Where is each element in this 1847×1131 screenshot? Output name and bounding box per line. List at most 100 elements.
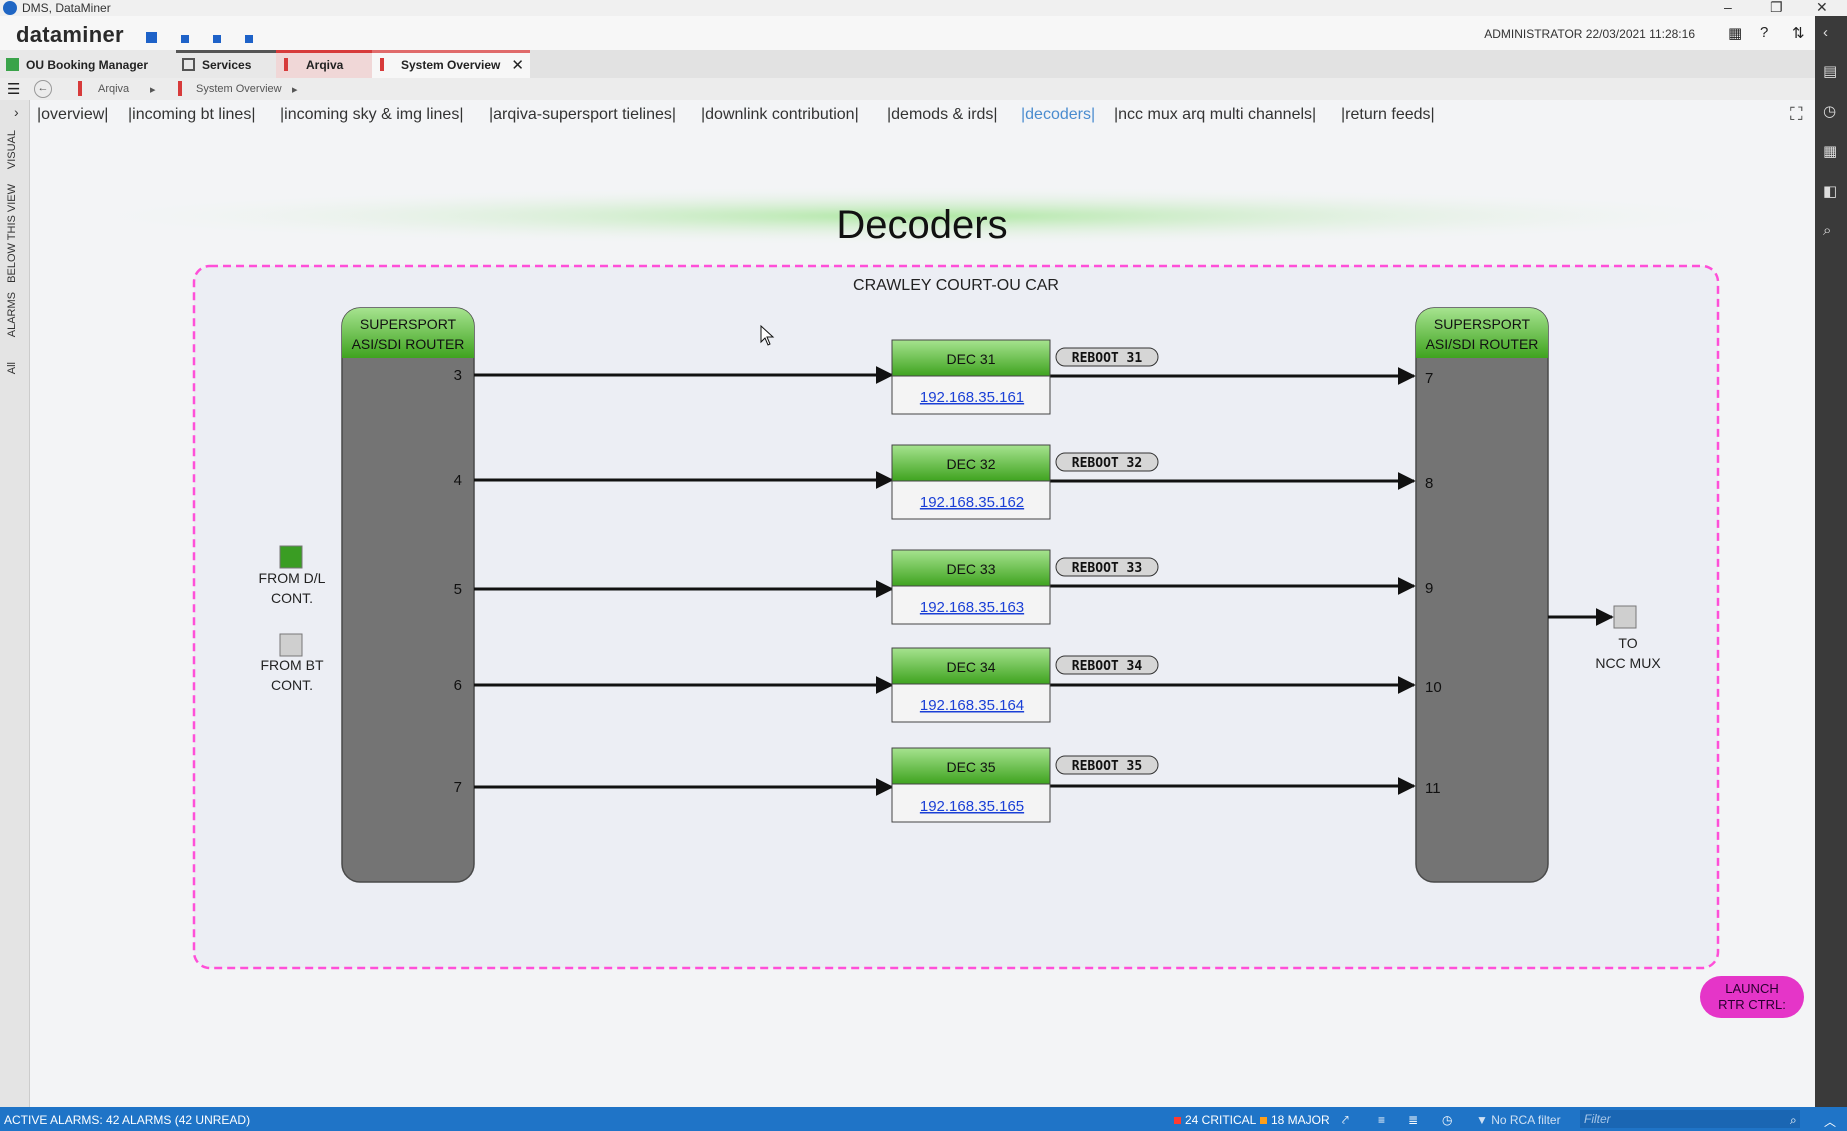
- apps-grid-icon[interactable]: ▦: [1823, 143, 1838, 160]
- decoder-name: DEC 33: [946, 561, 995, 577]
- dataminer-logo: dataminer: [16, 22, 124, 47]
- reboot-button[interactable]: [1055, 655, 1159, 675]
- layout-icon[interactable]: ◧: [1823, 183, 1838, 200]
- close-tab-icon[interactable]: ✕: [511, 57, 524, 74]
- out-port-label: 7: [1425, 370, 1433, 387]
- filter-input[interactable]: Filter: [1580, 1110, 1800, 1128]
- active-alarms-summary[interactable]: ACTIVE ALARMS: 42 ALARMS (42 UNREAD): [4, 1113, 251, 1127]
- nav-link-incoming-bt-lines[interactable]: |incoming bt lines|: [128, 106, 256, 123]
- page-navigation: › |overview| |incoming bt lines| |incomi…: [14, 100, 1815, 130]
- search-icon[interactable]: ⌕: [1823, 222, 1832, 239]
- out-port-label: 9: [1425, 580, 1433, 597]
- back-icon[interactable]: ←: [34, 80, 52, 98]
- tab-services[interactable]: Services: [176, 50, 276, 78]
- location-label: CRAWLEY COURT-OU CAR: [853, 277, 1059, 294]
- list-icon[interactable]: ≡: [1378, 1113, 1386, 1127]
- tab-system-overview[interactable]: System Overview ✕: [372, 50, 530, 78]
- close-window-button[interactable]: ✕: [1816, 0, 1828, 15]
- user-and-time: ADMINISTRATOR 22/03/2021 11:28:16: [1484, 27, 1695, 41]
- collapse-icon[interactable]: ‹: [1823, 24, 1828, 41]
- ncc-mux-indicator: [1613, 605, 1637, 629]
- right-router-label-2: ASI/SDI ROUTER: [1426, 336, 1539, 352]
- nav-link-incoming-sky-img-lines[interactable]: |incoming sky & img lines|: [280, 106, 464, 123]
- out-port-label: 8: [1425, 475, 1433, 492]
- diagram-title: Decoders: [836, 203, 1007, 247]
- reboot-button[interactable]: [1055, 452, 1159, 472]
- history-icon[interactable]: ◷: [1823, 103, 1837, 120]
- minimize-button[interactable]: –: [1724, 0, 1732, 15]
- nav-link-decoders[interactable]: |decoders|: [1021, 106, 1096, 123]
- breadcrumb-item-system-overview[interactable]: System Overview: [196, 83, 282, 95]
- decoder-ip-link[interactable]: 192.168.35.164: [920, 697, 1024, 714]
- critical-count[interactable]: 24 CRITICAL: [1174, 1113, 1256, 1127]
- svg-text:TO: TO: [1618, 635, 1637, 651]
- expand-chevron-icon[interactable]: ›: [14, 104, 19, 120]
- fullscreen-icon[interactable]: ⛶: [1790, 104, 1803, 124]
- decoder-box[interactable]: DEC 33: [891, 549, 1051, 625]
- out-port-label: 10: [1425, 679, 1442, 696]
- decoder-ip-link[interactable]: 192.168.35.165: [920, 798, 1024, 815]
- tab-ou-booking-manager[interactable]: OU Booking Manager: [0, 50, 176, 78]
- tab-arqiva[interactable]: Arqiva: [276, 50, 372, 78]
- launch-rtr-ctrl-button[interactable]: LAUNCH RTR CTRL:: [1700, 976, 1804, 1018]
- card-tabs: OU Booking Manager Services Arqiva Syste…: [0, 50, 1815, 78]
- sync-icon[interactable]: ⇅: [1792, 25, 1805, 42]
- nav-link-downlink-contribution[interactable]: |downlink contribution|: [701, 106, 859, 123]
- expand-up-icon[interactable]: ︿: [1824, 1115, 1837, 1129]
- window-title-bar: DMS, DataMiner – ❐ ✕: [0, 0, 1847, 16]
- restore-button[interactable]: ❐: [1770, 0, 1783, 15]
- decoder-box[interactable]: DEC 31: [891, 339, 1051, 415]
- chevron-right-icon[interactable]: ▸: [150, 84, 156, 96]
- nav-link-arqiva-supersport-tielines[interactable]: |arqiva-supersport tielines|: [489, 106, 677, 123]
- nav-link-ncc-mux-arq-multi-channels[interactable]: |ncc mux arq multi channels|: [1114, 106, 1317, 123]
- reboot-button-label: REBOOT 31: [1072, 351, 1143, 366]
- svg-text:CONT.: CONT.: [271, 590, 313, 606]
- workspace-indicators[interactable]: [146, 30, 277, 48]
- chevron-right-icon[interactable]: ▸: [292, 84, 298, 96]
- sort-icon[interactable]: ≣: [1408, 1113, 1419, 1127]
- side-tab-below-this-view[interactable]: BELOW THIS VIEW: [6, 184, 18, 283]
- services-icon: [182, 58, 195, 71]
- side-tab-visual[interactable]: VISUAL: [6, 130, 18, 170]
- help-icon[interactable]: ?: [1760, 24, 1769, 41]
- reboot-button[interactable]: [1055, 347, 1159, 367]
- left-router[interactable]: SUPERSPORT ASI/SDI ROUTER: [341, 307, 475, 883]
- side-tab-alarms[interactable]: ALARMS: [6, 292, 18, 338]
- nav-link-demods-irds[interactable]: |demods & irds|: [887, 106, 998, 123]
- reboot-button[interactable]: [1055, 755, 1159, 775]
- left-router-label-1: SUPERSPORT: [360, 316, 457, 332]
- system-overview-icon: [380, 58, 384, 71]
- search-icon[interactable]: ⌕: [1790, 1113, 1797, 1127]
- legend-from-bt-cont: FROM BT CONT.: [261, 633, 324, 693]
- decoder-box[interactable]: DEC 32: [891, 444, 1051, 520]
- major-count[interactable]: 18 MAJOR: [1260, 1113, 1330, 1127]
- decoder-ip-link[interactable]: 192.168.35.161: [920, 389, 1024, 406]
- svg-text:LAUNCH: LAUNCH: [1725, 981, 1778, 996]
- decoder-name: DEC 35: [946, 759, 995, 775]
- nav-link-overview[interactable]: |overview|: [37, 106, 109, 123]
- reboot-button[interactable]: [1055, 557, 1159, 577]
- grid-icon[interactable]: ▦: [1728, 25, 1743, 42]
- side-tab-all[interactable]: All: [6, 362, 18, 375]
- decoder-box[interactable]: DEC 34: [891, 647, 1051, 723]
- decoder-ip-link[interactable]: 192.168.35.163: [920, 599, 1024, 616]
- hamburger-menu-icon[interactable]: ☰: [7, 81, 21, 98]
- right-router[interactable]: SUPERSPORT ASI/SDI ROUTER: [1415, 307, 1549, 883]
- trend-icon[interactable]: ⤤: [1342, 1113, 1349, 1127]
- in-port-label: 5: [454, 581, 462, 598]
- breadcrumb-item-arqiva[interactable]: Arqiva: [98, 83, 130, 95]
- svg-text:FROM BT: FROM BT: [261, 657, 324, 673]
- decoder-row-34: 6 10 DEC 34 192.168.35.164 REBOOT 34: [454, 647, 1442, 723]
- decoder-box[interactable]: DEC 35: [891, 747, 1051, 823]
- decoder-row-31: 3 7 DEC 31 192.168.35.161 REBOOT 31: [454, 339, 1433, 415]
- document-icon[interactable]: ▤: [1823, 63, 1838, 80]
- rca-filter[interactable]: ▼ No RCA filter: [1476, 1113, 1561, 1127]
- decoder-ip-link[interactable]: 192.168.35.162: [920, 494, 1024, 511]
- window-title: DMS, DataMiner: [22, 1, 111, 15]
- legend-from-dl-cont: FROM D/L CONT.: [259, 545, 326, 606]
- clock-icon[interactable]: ◷: [1442, 1113, 1453, 1127]
- right-toolbar: ‹ ▤ ◷ ▦ ◧ ⌕: [1815, 16, 1847, 1107]
- nav-link-return-feeds[interactable]: |return feeds|: [1341, 106, 1435, 123]
- left-router-label-2: ASI/SDI ROUTER: [352, 336, 465, 352]
- reboot-button-label: REBOOT 35: [1072, 759, 1142, 774]
